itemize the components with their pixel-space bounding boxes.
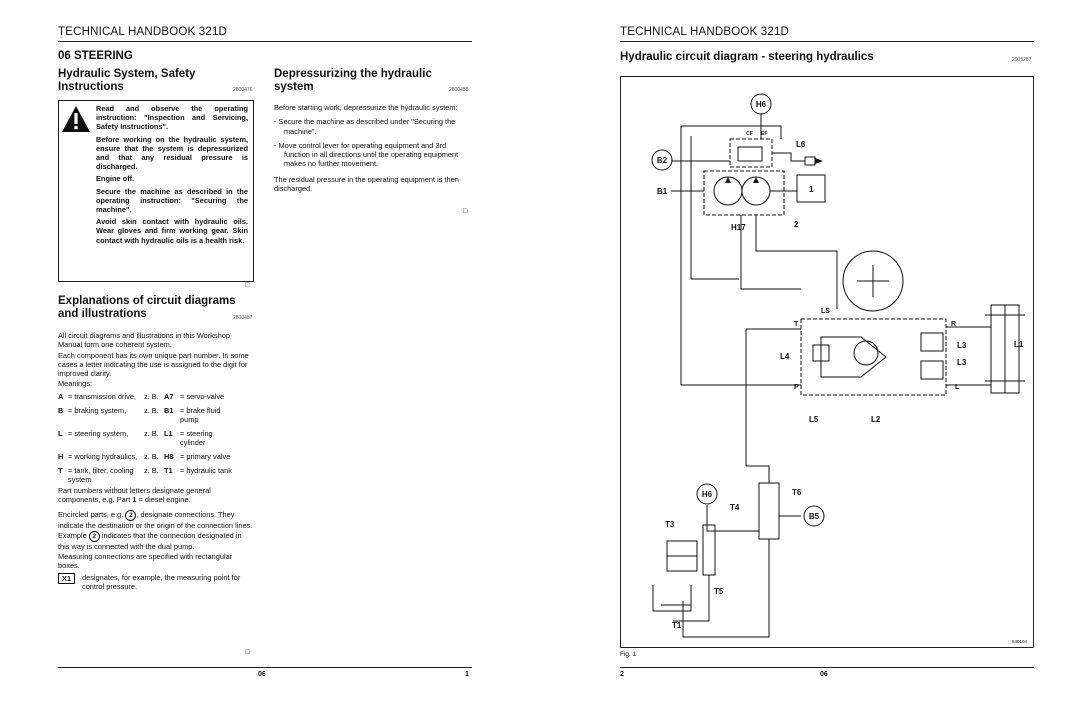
paragraph: Encircled parts, e.g. 2, designate conne… [58, 510, 253, 551]
label-ef: EF [761, 131, 767, 137]
meaning-row: A = transmission drive, z. B. A7 = servo… [58, 391, 225, 401]
paragraph: Each component has its own unique part n… [58, 350, 249, 379]
depressurize-body: Before starting work, depressurize the h… [274, 103, 471, 193]
warning-paragraph: Secure the machine as described in the o… [96, 186, 248, 215]
footer-section: 06 [258, 671, 266, 678]
depressurize-ref: 2800488 [449, 87, 469, 93]
label-cf: CF [746, 131, 753, 137]
paragraph: X1 designates, for example, the measurin… [58, 572, 254, 592]
label-l3: L3 [957, 358, 967, 367]
warning-paragraph: Engine off. [96, 174, 135, 184]
footer-page-number: 2 [620, 671, 624, 678]
label-l5: L5 [809, 415, 819, 424]
header-rule [58, 41, 472, 42]
label-t5: T5 [714, 587, 724, 596]
label-h17: H17 [731, 223, 746, 232]
label-b5: B5 [809, 512, 820, 521]
footer-rule [58, 667, 472, 668]
paragraph: Part numbers without letters designate g… [58, 485, 211, 505]
drawing-id: 640104 [1012, 639, 1028, 644]
diagram-title: Hydraulic circuit diagram - steering hyd… [620, 51, 874, 63]
explanations-title: Explanations of circuit diagrams and ill… [58, 295, 236, 320]
steering-hydraulic-circuit-diagram: H6 CF EF L6 B2 B1 1 H17 2 LS T R L4 L3 L… [651, 93, 1028, 644]
label-t4: T4 [730, 503, 740, 512]
label-l6: L6 [796, 140, 806, 149]
meaning-row: L = steering system, z. B. L1 = steering… [58, 428, 213, 447]
explanations-body: All circuit diagrams and illustrations i… [58, 331, 254, 591]
diagram-ref: 2905287 [1012, 57, 1032, 63]
footer-page-number: 1 [465, 671, 469, 678]
label-2: 2 [794, 220, 799, 229]
meaning-row: B = braking system, z. B. B1 = brake flu… [58, 405, 221, 424]
paragraph: Measuring connections are specified with… [58, 551, 233, 571]
end-mark: □ [463, 208, 468, 215]
meanings-label: Meanings: [58, 379, 93, 389]
label-l3: L3 [957, 341, 967, 350]
footer-rule [620, 667, 1034, 668]
diagram-labels: H6 CF EF L6 B2 B1 1 H17 2 LS T R L4 L3 L… [657, 100, 1028, 644]
safety-title: Hydraulic System, Safety Instructions [58, 68, 196, 93]
paragraph: Before starting work, depressurize the h… [274, 103, 458, 112]
diagram-frame: H6 CF EF L6 B2 B1 1 H17 2 LS T R L4 L3 L… [620, 76, 1034, 648]
header-rule [620, 41, 1034, 42]
label-1: 1 [809, 185, 814, 194]
label-l: L [955, 384, 960, 391]
meaning-row: H = working hydraulics, z. B. H8 = prima… [58, 451, 231, 461]
label-b2: B2 [657, 156, 668, 165]
label-l1: L1 [1014, 340, 1024, 349]
meaning-row: T = tank, filter, cooling system z. B. T… [58, 465, 232, 484]
label-h6-bottom: H6 [702, 490, 713, 499]
label-t3: T3 [665, 520, 675, 529]
explanations-ref: 2800487 [233, 315, 253, 321]
section-title: 06 STEERING [58, 50, 133, 62]
label-t: T [794, 321, 799, 328]
safety-warning-box: Read and observe the operating instructi… [58, 100, 254, 282]
measuring-box-label: X1 [58, 572, 76, 584]
meanings-table: A = transmission drive, z. B. A7 = servo… [58, 392, 242, 489]
safety-ref: 2800476 [233, 87, 253, 93]
encircled-number: 2 [125, 510, 137, 522]
label-t1: T1 [672, 621, 682, 630]
page-header: TECHNICAL HANDBOOK 321D [620, 26, 790, 38]
footer-section: 06 [820, 671, 828, 678]
warning-paragraph: Avoid skin contact with hydraulic oils. … [96, 217, 248, 245]
encircled-number: 2 [88, 530, 100, 542]
warning-paragraph: Read and observe the operating instructi… [96, 104, 248, 132]
label-b1: B1 [657, 187, 668, 196]
paragraph: All circuit diagrams and illustrations i… [58, 331, 230, 350]
warning-triangle-icon [62, 106, 90, 132]
label-p: P [794, 384, 799, 391]
page-header: TECHNICAL HANDBOOK 321D [58, 26, 228, 38]
step: - Secure the machine as described under … [274, 117, 456, 136]
warning-text: Read and observe the operating instructi… [96, 104, 248, 248]
label-r: R [951, 321, 956, 328]
paragraph: The residual pressure in the operating e… [274, 174, 459, 194]
label-t6: T6 [792, 488, 802, 497]
label-ls: LS [821, 308, 830, 315]
figure-caption: Fig. 1 [620, 651, 637, 658]
warning-paragraph: Before working on the hydraulic system, … [96, 134, 248, 172]
step: - Move control lever for operating equip… [274, 140, 459, 169]
depressurize-title: Depressurizing the hydraulic system [274, 68, 432, 93]
label-l2: L2 [871, 415, 881, 424]
label-l4: L4 [780, 352, 790, 361]
label-h6-top: H6 [756, 100, 767, 109]
end-mark: □ [245, 649, 250, 656]
end-mark: □ [245, 282, 250, 289]
